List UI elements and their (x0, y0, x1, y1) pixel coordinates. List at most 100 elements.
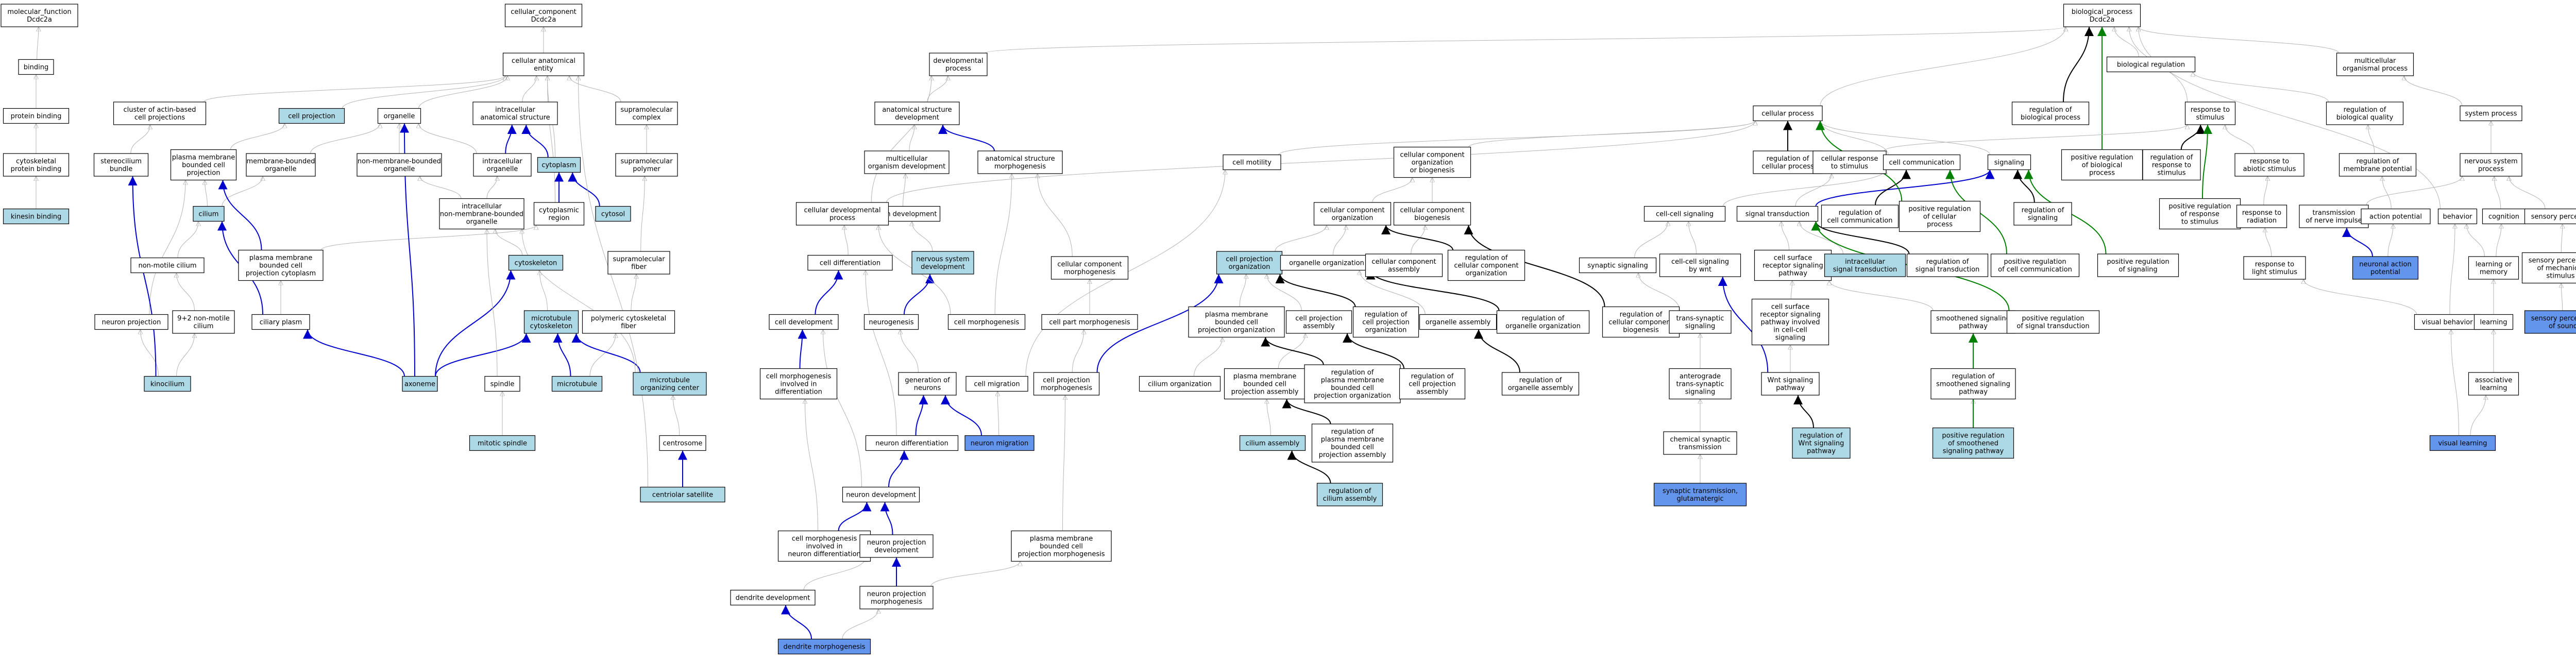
edge-is-a (487, 229, 498, 377)
node-label: in cell-cell (1773, 327, 1807, 334)
node-box (533, 202, 585, 226)
node-label: organelle organization (1505, 322, 1581, 330)
node-box (1139, 376, 1221, 392)
edge-is-a (522, 76, 537, 103)
node-label: of cell communication (1998, 266, 2072, 274)
node-label: transmission (1679, 444, 1721, 451)
node-box (472, 101, 558, 125)
edge-is-a (522, 229, 636, 373)
node-label: biological quality (2336, 114, 2394, 122)
edge-is-a (1267, 274, 1302, 311)
node-box (1419, 314, 1497, 330)
node-box (2429, 435, 2496, 451)
node-box (1821, 205, 1899, 228)
node-label: signaling (2028, 214, 2058, 222)
node-label: organelle (265, 165, 297, 173)
node-box (859, 534, 934, 558)
node-label: Dcdc2a (2090, 16, 2115, 24)
node-label: transmission (2312, 209, 2355, 217)
node-box (1447, 249, 1526, 281)
node-label: centrosome (663, 440, 703, 448)
node-label: stimulus (2546, 273, 2574, 280)
edge-is-a (2366, 176, 2462, 206)
node-label: cilium organization (1148, 381, 1212, 388)
node-label: ciliary plasm (260, 319, 302, 327)
edge-is-a (579, 76, 648, 487)
edge-regulates (1793, 395, 1814, 428)
node-label: trans-synaptic (1676, 381, 1724, 388)
edge-is-a (149, 180, 185, 315)
go-term-node: cognition (2482, 208, 2526, 225)
go-term-node: neuron projection (94, 314, 168, 330)
node-label: cilium assembly (1323, 495, 1377, 503)
node-label: of response (2180, 211, 2219, 218)
node-box (859, 586, 934, 609)
node-label: synaptic transmission, (1663, 487, 1738, 495)
node-label: potential (2370, 268, 2400, 276)
edge-is-a (1062, 395, 1065, 531)
node-label: cytoplasmic (539, 207, 579, 214)
node-label: bounded cell (1215, 319, 1258, 327)
node-box (2468, 256, 2519, 280)
go-term-node: centriolar satellite (640, 486, 725, 503)
edge-is-a (927, 76, 948, 103)
node-box (2234, 153, 2304, 177)
edge-regulates (1343, 333, 1404, 369)
node-label: signaling (1775, 334, 1806, 342)
edge-is-a (204, 75, 505, 103)
node-box (251, 314, 310, 330)
edge-is-a (909, 125, 914, 151)
node-label: cellular response (1821, 155, 1878, 163)
edge-is-a (842, 608, 878, 639)
node-label: regulation of (1952, 373, 1995, 381)
node-box (1663, 431, 1737, 455)
node-box (2521, 252, 2576, 284)
edge-regulates (1381, 225, 1453, 250)
go-term-node: non-motile cilium (130, 257, 205, 274)
edge-part-of (571, 333, 641, 373)
node-box (1239, 435, 1306, 451)
node-box (377, 108, 421, 124)
node-box (2468, 372, 2519, 396)
node-label: protein binding (11, 165, 62, 173)
node-box (504, 4, 583, 27)
edge-is-a (2114, 27, 2139, 57)
go-term-node: neuron development (842, 486, 920, 503)
node-label: neuron projection (102, 319, 161, 327)
node-label: response to (2255, 261, 2294, 268)
node-label: cell part morphogenesis (1049, 319, 1130, 327)
node-box (633, 372, 707, 396)
node-label: supramolecular (620, 158, 673, 165)
go-term-node: spindle (484, 376, 520, 392)
node-box (863, 314, 919, 330)
node-box (730, 589, 816, 606)
node-box (2437, 208, 2478, 225)
node-label: pathway involved (1760, 319, 1820, 327)
edge-is-a (222, 176, 263, 207)
node-label: neuronal action (2359, 261, 2411, 268)
node-label: anatomical structure (882, 106, 952, 114)
node-label: biological regulation (2117, 61, 2185, 69)
node-label: fiber (621, 322, 636, 330)
node-box (1669, 310, 1732, 334)
node-box (965, 376, 1028, 392)
node-box (1792, 427, 1851, 459)
edge-is-a (2303, 279, 2417, 315)
node-box (1669, 368, 1732, 400)
node-label: projection organization (1198, 327, 1275, 334)
node-label: plasma membrane (1233, 373, 1297, 381)
node-box (864, 150, 950, 174)
node-label: plasma membrane (1321, 377, 1384, 384)
node-label: glutamatergic (1676, 495, 1723, 503)
node-label: response to (2191, 106, 2230, 114)
